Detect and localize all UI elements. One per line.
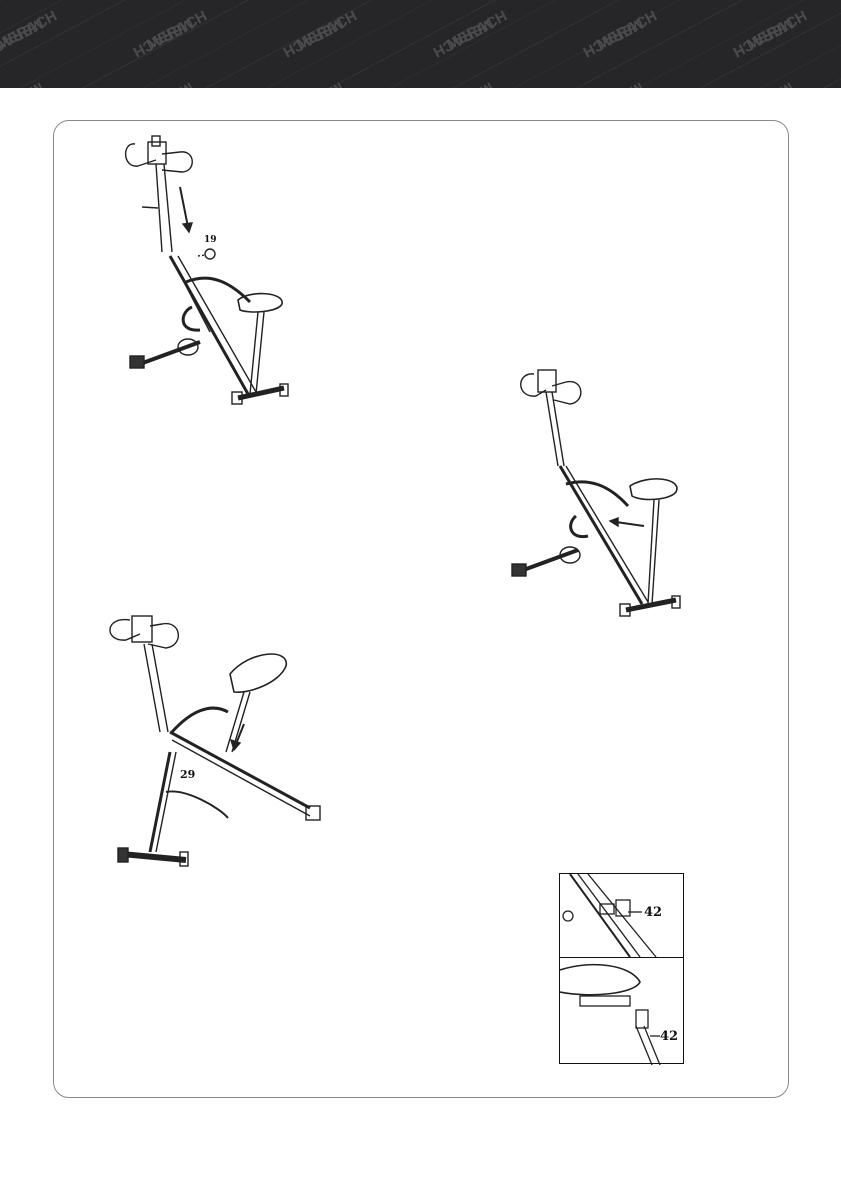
detail-label-42-bottom: 42 [660,1029,678,1044]
part-label-29: 29 [180,768,195,781]
detail-inset: 42 42 [559,873,684,1064]
assembly-figure-handlebar: 19 [100,132,310,412]
assembly-figure-rear-support: 29 [100,612,330,872]
assembly-figure-seat [508,366,698,626]
detail-label-42-top: 42 [644,905,662,920]
part-label-19: 19 [204,235,217,245]
